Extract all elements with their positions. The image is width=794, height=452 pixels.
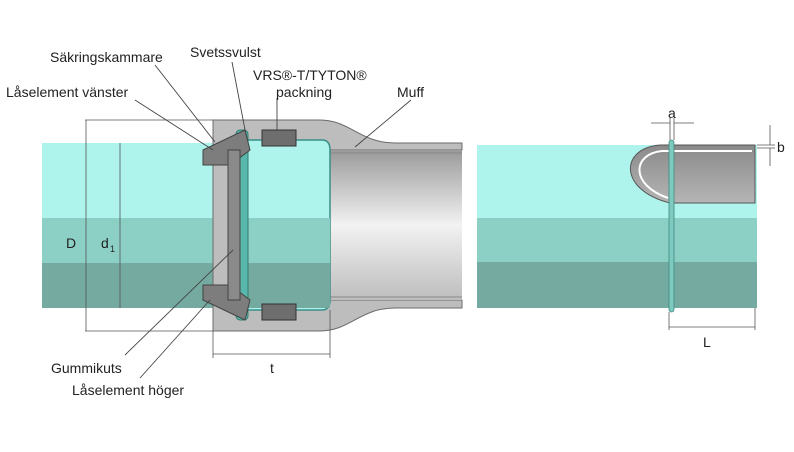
right-pipe (477, 139, 757, 313)
dim-a: a (668, 105, 676, 121)
dim-D: D (66, 235, 76, 251)
label-laselement-vanster: Låselement vänster (6, 84, 129, 100)
dim-d1-subscript: 1 (110, 244, 115, 254)
label-gummikuts: Gummikuts (51, 360, 122, 376)
muff-socket (202, 119, 463, 332)
dim-b: b (777, 139, 785, 155)
weld-bead (668, 139, 675, 313)
label-svetssvulst: Svetssvulst (190, 44, 261, 60)
label-vrs-packning-line2: packning (276, 84, 332, 100)
dimension-lines (85, 118, 775, 358)
gasket-top (261, 129, 297, 147)
label-muff: Muff (397, 84, 424, 100)
rubber-block (227, 149, 241, 301)
dim-d1: d (101, 235, 109, 251)
gasket-bottom (261, 303, 297, 321)
label-vrs-packning-line1: VRS®-T/TYTON® (253, 67, 367, 83)
dim-t: t (270, 360, 274, 376)
label-sakringskammare: Säkringskammare (50, 49, 163, 65)
leader-lines (124, 61, 412, 379)
label-laselement-hoger: Låselement höger (72, 382, 184, 398)
dim-L: L (703, 334, 711, 350)
